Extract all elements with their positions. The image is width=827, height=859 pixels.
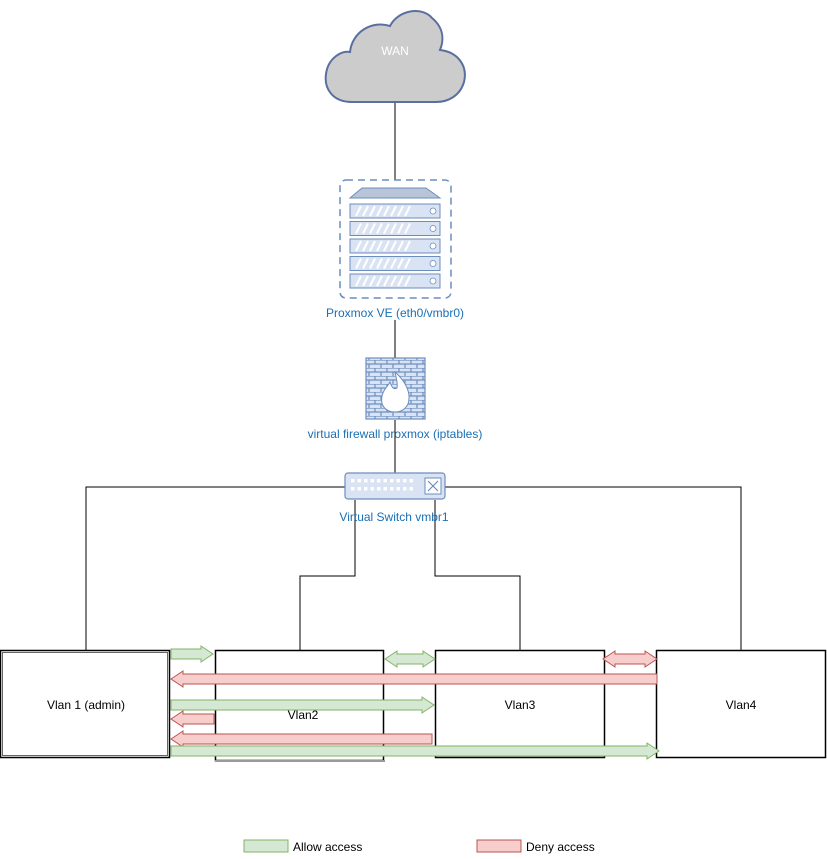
legend-allow-swatch [243, 839, 289, 853]
access-arrows [170, 645, 660, 760]
switch-icon [344, 472, 446, 500]
arrow-deny-vlan2-to-vlan1 [170, 710, 215, 728]
wan-cloud-icon [324, 10, 466, 103]
arrow-deny-vlan4-to-vlan1 [170, 670, 658, 688]
arrow-deny-vlan3-vlan4 [602, 650, 658, 668]
arrow-allow-vlan1-to-vlan2 [170, 645, 214, 663]
arrow-allow-vlan2-vlan3 [384, 650, 436, 668]
vlan4-label: Vlan4 [725, 698, 757, 712]
vlan3-label: Vlan3 [504, 698, 536, 712]
legend-deny-swatch [476, 839, 522, 853]
vlan4-box [655, 649, 827, 759]
firewall-label: virtual firewall proxmox (iptables) [307, 427, 483, 441]
legend-deny-label: Deny access [526, 840, 595, 854]
switch-to-vlan1-line [85, 486, 345, 650]
vlan2-label: Vlan2 [287, 708, 319, 722]
wan-label: WAN [381, 44, 409, 58]
switch-label: Virtual Switch vmbr1 [339, 510, 449, 524]
switch-to-vlan4-line [445, 486, 742, 650]
arrow-allow-vlan1-to-vlan4 [170, 742, 660, 760]
vlan1-label: Vlan 1 (admin) [46, 698, 126, 712]
switch-to-vlan2-line [299, 500, 356, 650]
vlan3-box [434, 649, 606, 759]
legend-allow-label: Allow access [293, 840, 363, 854]
connector-lines [85, 102, 742, 650]
proxmox-server-icon [339, 179, 452, 299]
arrow-allow-vlan1-to-vlan3 [170, 696, 435, 714]
vlan1-box [0, 649, 171, 759]
switch-to-vlan3-line [434, 500, 521, 650]
proxmox-label: Proxmox VE (eth0/vmbr0) [325, 306, 465, 320]
firewall-icon [365, 357, 426, 420]
